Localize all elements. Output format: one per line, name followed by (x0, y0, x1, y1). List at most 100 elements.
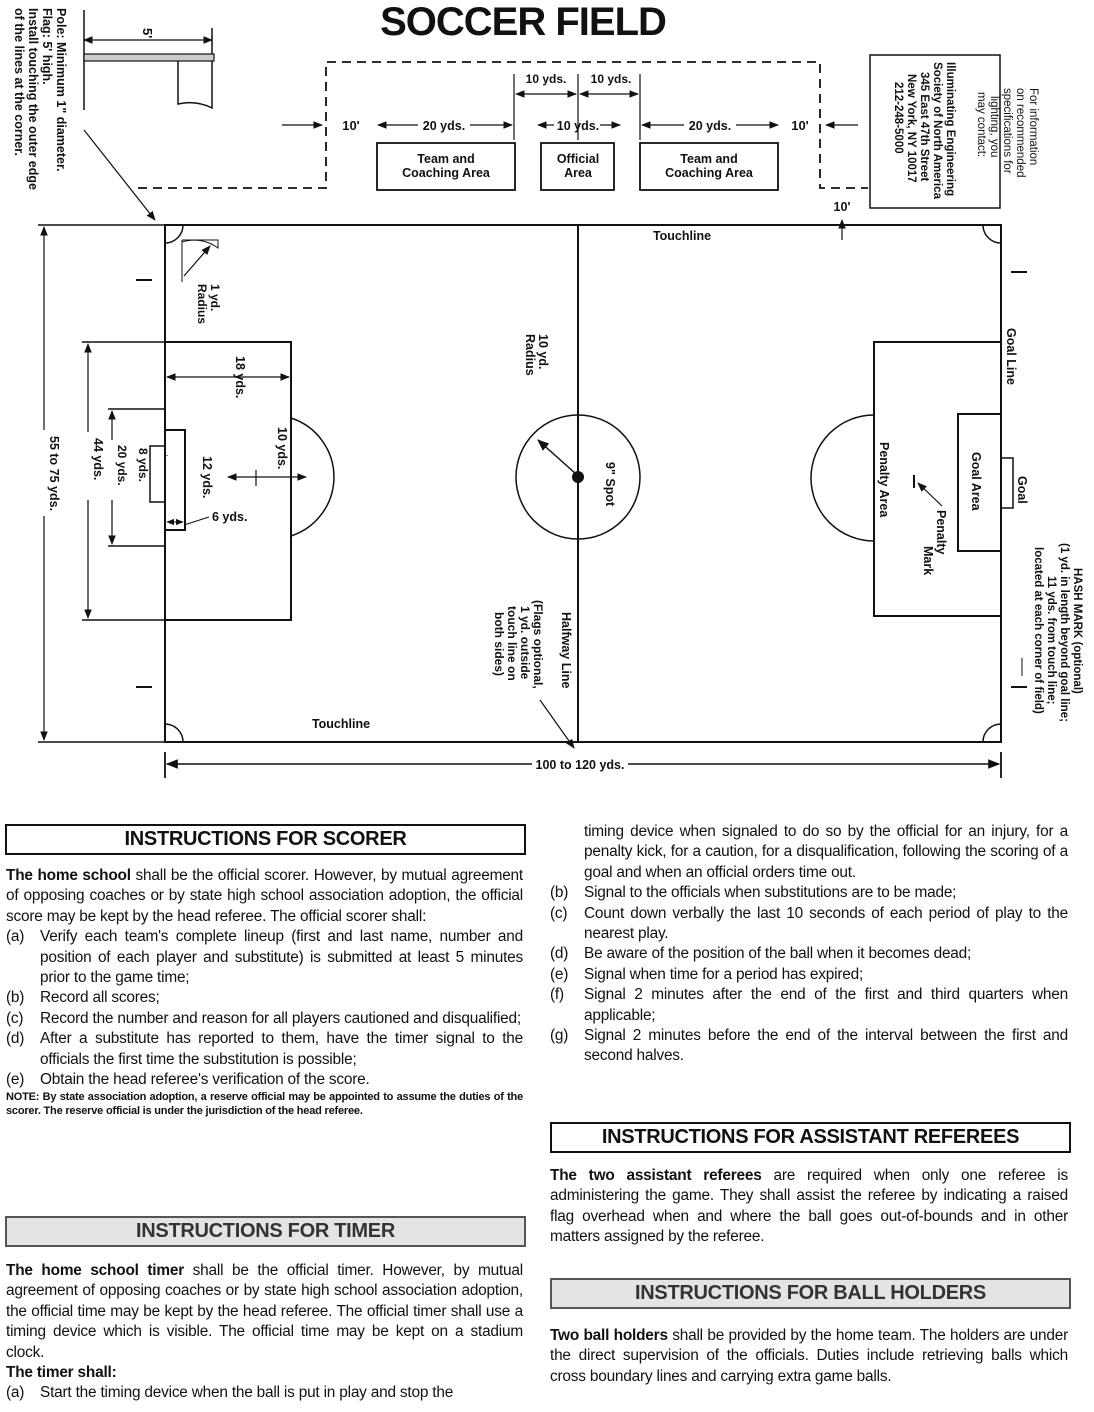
lighting-note-line: on recommended (1014, 88, 1026, 178)
lighting-note-line: specifications for (1001, 88, 1013, 174)
item-text: Signal 2 minutes before the end of the i… (584, 1027, 1068, 1065)
item-label: (c) (550, 904, 568, 922)
ten-yds-official-label: 10 yds. (557, 119, 599, 133)
field-length-label: 100 to 120 yds. (536, 758, 625, 772)
corner-radius-label: 1 yd. (208, 284, 222, 311)
scorer-item: (c)Record the number and reason for all … (6, 1009, 523, 1029)
item-text: After a substitute has reported to them,… (40, 1030, 523, 1068)
goal-label: Goal (1015, 476, 1029, 504)
assistant-intro: The two assistant referees are required … (550, 1166, 1068, 1248)
penalty-area-label: Penalty Area (877, 442, 891, 518)
timer-intro-text: shall be the official timer. However, by… (6, 1262, 523, 1361)
bench-area-outline (138, 61, 868, 189)
lighting-note-line: Society of North America (931, 62, 943, 200)
field (136, 224, 1027, 743)
center-radius-label: Radius (523, 334, 537, 376)
ten-yds-arc-label: 10 yds. (275, 427, 289, 469)
twenty-yds-label: 20 yds. (423, 119, 465, 133)
field-width-label: 55 to 75 yds. (47, 436, 61, 511)
timer-section: The home school timer shall be the offic… (6, 1261, 523, 1404)
item-label: (b) (6, 989, 25, 1007)
timer-item: (f) Signal 2 minutes after the end of the… (550, 985, 1068, 1026)
timer-intro: The home school timer shall be the offic… (6, 1261, 523, 1363)
lighting-note-line: For information (1027, 88, 1039, 165)
official-area-label: Area (564, 166, 593, 180)
timer-item: (a) Start the timing device when the ball… (6, 1383, 523, 1403)
item-label: (e) (6, 1071, 25, 1089)
item-label: (d) (6, 1030, 25, 1048)
penalty-mark-label: Mark (921, 546, 935, 575)
forty-four-yds-label: 44 yds. (91, 438, 105, 480)
timer-item: (d)Be aware of the position of the ball … (550, 944, 1068, 964)
team-area-left (376, 142, 516, 191)
pole-note-line: Pole: Minimum 1" diameter. (54, 8, 68, 172)
scorer-item: (e) Obtain the head referee's verificatio… (6, 1070, 523, 1090)
halfway-note-line: both sides) (492, 612, 506, 676)
lighting-note-line: 345 East 47th Street (918, 72, 930, 181)
twenty-yds-label: 20 yds. (689, 119, 731, 133)
touchline-label: Touchline (312, 717, 370, 731)
ball-holders-heading: INSTRUCTIONS FOR BALL HOLDERS (550, 1278, 1071, 1309)
ten-ft-label: 10' (342, 118, 360, 133)
scorer-item: (a)Verify each team's complete lineup (f… (6, 927, 523, 988)
timer-item: (c)Count down verbally the last 10 secon… (550, 904, 1068, 945)
item-label: (b) (550, 884, 569, 902)
lighting-note-line: 212-248-5000 (892, 82, 904, 154)
scorer-intro-text: shall be the official scorer. However, b… (6, 867, 523, 925)
lighting-note-line: may contact: (975, 92, 987, 157)
six-yds-label: 6 yds. (212, 510, 247, 524)
halfway-note-line: 1 yd. outside (518, 606, 532, 680)
item-text: Signal 2 minutes after the end of the fi… (584, 986, 1068, 1024)
item-label: (a) (6, 1384, 25, 1402)
hash-mark-line: 11 yds. from touch line; (1045, 576, 1057, 704)
timer-item: (g) Signal 2 minutes before the end of th… (550, 1026, 1068, 1067)
hash-mark-line: (1 yd. in length beyond goal line; (1058, 543, 1070, 722)
item-text: Obtain the head referee's verification o… (40, 1071, 370, 1089)
item-text: Record all scores; (40, 989, 160, 1007)
assistant-section: The two assistant referees are required … (550, 1166, 1068, 1248)
assistant-intro-bold: The two assistant referees (550, 1167, 762, 1184)
team-area-label: Coaching Area (402, 166, 491, 180)
ten-yds-label: 10 yds. (526, 72, 567, 86)
corner-radius-label: Radius (195, 284, 209, 324)
scorer-intro: The home school shall be the official sc… (6, 866, 523, 927)
scorer-item: (d) After a substitute has reported to th… (6, 1029, 523, 1070)
ten-yds-label: 10 yds. (591, 72, 632, 86)
ten-ft-label: 10' (791, 118, 809, 133)
item-label: (g) (550, 1027, 569, 1045)
ball-holders-intro-text: shall be provided by the home team. The … (550, 1327, 1068, 1385)
item-label: (f) (550, 986, 564, 1004)
pole-note-line: Install touching the outer edge (26, 8, 40, 190)
assistant-intro-text: are required when only one referee is ad… (550, 1167, 1068, 1246)
team-area-label: Team and (417, 152, 474, 166)
item-label: (a) (6, 928, 25, 946)
pole-note-line: of the lines at the corner. (12, 8, 26, 156)
soccer-field-diagram: SOCCER FIELD Pole: Minimum 1" diameter. … (12, 0, 1083, 778)
scorer-heading: INSTRUCTIONS FOR SCORER (5, 824, 526, 855)
lighting-note-line: Illuminating Engineering (944, 62, 956, 196)
pole-dim-label: 5' (140, 28, 155, 38)
penalty-mark-label: Penalty (934, 510, 948, 555)
item-label: (d) (550, 945, 569, 963)
timer-shall: The timer shall: (6, 1364, 117, 1382)
touchline-label: Touchline (653, 229, 711, 243)
halfway-note-line: touch line on (505, 606, 519, 681)
timer-section-continued: timing device when signaled to do so by … (550, 822, 1068, 1067)
assistant-heading: INSTRUCTIONS FOR ASSISTANT REFEREES (550, 1122, 1071, 1153)
item-text: Signal to the officials when substitutio… (584, 884, 957, 902)
pole-note: Pole: Minimum 1" diameter. Flag: 5' high… (12, 8, 68, 190)
halfway-note-line: (Flags optional, (531, 600, 545, 689)
team-area-label: Team and (680, 152, 737, 166)
team-area-label: Coaching Area (665, 166, 754, 180)
twenty-yds-goal-label: 20 yds. (115, 445, 129, 486)
goal-area-label: Goal Area (969, 452, 983, 512)
item-text: Start the timing device when the ball is… (40, 1384, 454, 1402)
pole-note-line: Flag: 5' high. (40, 8, 54, 85)
lighting-note: For information on recommended specifica… (892, 62, 1039, 200)
hash-mark-line: located at each corner of field) (1032, 547, 1044, 714)
goal-line-label: Goal Line (1004, 328, 1018, 385)
official-area-label: Official (557, 152, 599, 166)
twelve-yds-label: 12 yds. (200, 456, 214, 498)
item-text: Signal when time for a period has expire… (584, 965, 864, 983)
scorer-note: NOTE: By state association adoption, a r… (6, 1091, 523, 1118)
